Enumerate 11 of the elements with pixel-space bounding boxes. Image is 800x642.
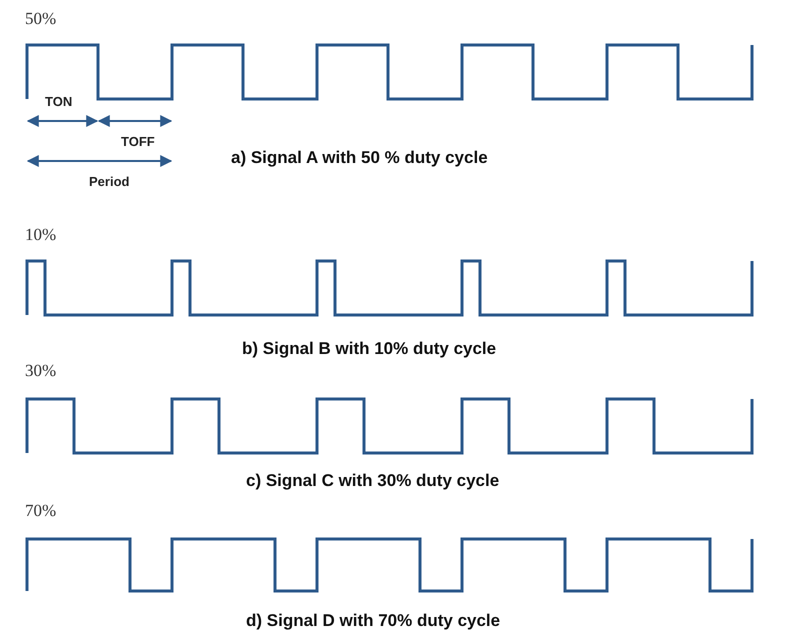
duty-percentage: 30% [25,360,56,382]
duty-percentage: 10% [25,224,56,246]
dimension-label: TOFF [121,134,155,150]
signal-caption: c) Signal C with 30% duty cycle [246,470,500,492]
duty-percentage: 50% [25,8,56,30]
signal-caption: a) Signal A with 50 % duty cycle [231,147,488,168]
signal-caption: d) Signal D with 70% duty cycle [246,610,500,632]
dimension-label: Period [89,174,130,190]
signal-caption: b) Signal B with 10% duty cycle [242,338,496,360]
dimension-label: TON [45,94,72,110]
duty-percentage: 70% [25,500,56,522]
